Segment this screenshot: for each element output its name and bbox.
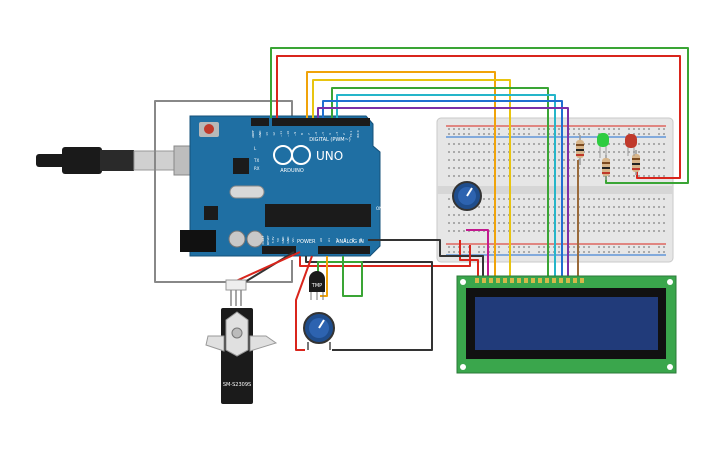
arduino-uno-board[interactable]: ARDUINO UNO DIGITAL (PWM~) POWER ANALOG … [180,115,382,257]
led-label-tx: TX [253,158,259,163]
power-pin-label: 5V [276,237,280,242]
led-label-rx: RX [254,166,260,171]
digital-pin-label: ~10 [286,131,290,137]
lcd-pin [573,278,577,283]
wire-black-servo[interactable] [239,251,295,286]
wire-black-gnd[interactable] [305,256,433,351]
lcd-pin [531,278,535,283]
servo-label: SM-S2309S [223,382,251,388]
analog-pin-label: A3 [343,238,347,242]
lcd-pin [475,278,479,283]
analog-pin-label: A5 [359,238,363,242]
power-pin-label: GND [281,236,285,244]
power-pin-label: Vin [291,238,295,243]
atmega-chip [265,204,371,227]
wire-orange-sensor[interactable] [320,256,328,297]
potentiometer[interactable] [303,312,335,350]
servo-motor[interactable]: SM-S2309S [205,279,278,404]
temperature-sensor[interactable]: TMP [309,271,325,300]
lcd-pin [552,278,556,283]
lcd-pin [538,278,542,283]
power-pin-label: RESET [266,235,270,245]
wire-green-lcd[interactable] [331,87,549,276]
led-label-l: L [254,146,257,151]
power-jack [180,230,216,252]
usb-cable [36,145,197,176]
on-label: ON [376,206,382,211]
wire-red-pot[interactable] [295,255,313,351]
lcd-pin [545,278,549,283]
wire-red-power[interactable] [299,245,471,267]
analog-pin-label: A1 [327,238,331,242]
digital-pin-label: ~9 [293,132,297,137]
digital-header-label: DIGITAL (PWM~) [309,137,351,143]
sensor-label: TMP [311,283,322,289]
analog-pin-label: A0 [319,238,323,242]
wire-purple-lcd[interactable] [317,107,569,276]
wire-green-outer[interactable] [270,47,689,184]
breadboard-holes [448,128,665,253]
lcd-pin [510,278,514,283]
wire-black-lcd[interactable] [368,239,484,276]
wire-red-outer[interactable] [276,55,681,179]
resistor-3 [632,150,640,175]
board-model-label: UNO [316,149,343,163]
digital-pin-label: GND [258,130,262,138]
digital-pin-label: ~3 [335,132,339,137]
digital-pin-label: ~11 [279,131,283,137]
wire-gray[interactable] [154,170,293,283]
power-pin-label: GND [286,236,290,244]
digital-pin-label: ~6 [314,132,318,137]
lcd-pin [580,278,584,283]
lcd-pins [475,278,584,283]
wire-blue-lcd[interactable] [322,100,563,276]
lcd-pin [517,278,521,283]
lcd-pin [524,278,528,283]
resistor-2 [602,155,610,180]
digital-pin-label: 7 [307,133,311,135]
wire-magenta-lcd[interactable] [466,229,489,276]
lcd-pin [482,278,486,283]
digital-pin-label: TX 1 [349,131,353,139]
lcd-pin [566,278,570,283]
lcd-display[interactable] [456,275,677,374]
wire-gray-top[interactable] [154,100,293,170]
digital-pin-label: 4 [328,133,332,135]
wire-green-sensor[interactable] [317,256,363,297]
digital-pin-label: 13 [265,132,269,136]
analog-pin-label: A4 [351,238,355,242]
analog-pin-label: A2 [335,238,339,242]
lcd-pin [503,278,507,283]
analog-pin-labels: A0 A1 A2 A3 A4 A5 [319,238,363,242]
led-red[interactable] [625,134,637,156]
board-brand-label: ARDUINO [280,168,304,174]
wire-orange-lcd[interactable] [306,71,496,276]
power-pin-label: 3.3V [271,236,275,244]
wire-cyan-lcd[interactable] [336,94,556,276]
digital-pin-label: AREF [251,130,255,138]
resistor-1 [576,135,584,165]
analog-pin-header [318,246,370,254]
lcd-pin [489,278,493,283]
lcd-pin [559,278,563,283]
power-pin-header [262,246,296,254]
lcd-screen [475,297,658,350]
led-green[interactable] [597,133,609,158]
digital-pin-label: 12 [272,132,276,136]
digital-pin-label: ~5 [321,132,325,137]
digital-pin-header [272,118,370,126]
power-label: POWER [297,239,316,245]
wire-yellow-lcd[interactable] [312,79,511,276]
digital-pin-label: RX 0 [356,130,360,137]
power-pin-label: IOREF [261,235,265,244]
lcd-pin [496,278,500,283]
breadboard-potentiometer[interactable] [452,181,482,211]
wire-red-servo[interactable] [235,251,301,282]
digital-pin-label: 2 [342,133,346,135]
analog-label: ANALOG IN [336,239,364,245]
digital-pin-label: 8 [300,133,304,135]
